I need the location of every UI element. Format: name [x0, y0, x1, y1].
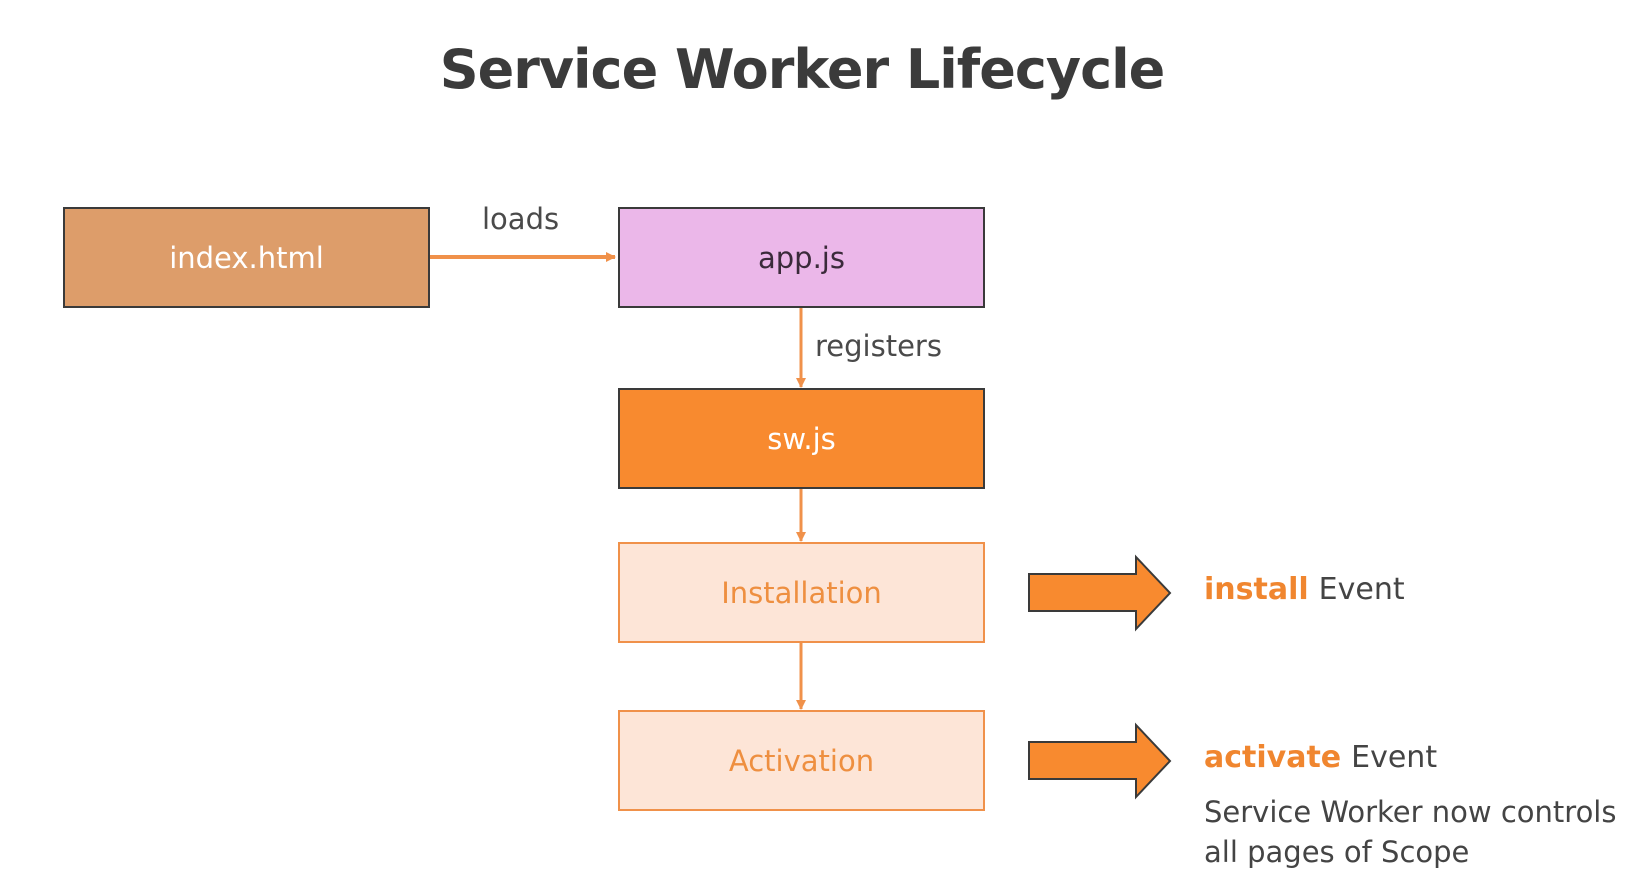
diagram-title: Service Worker Lifecycle	[439, 38, 1166, 101]
index-html-node: index.html	[63, 207, 430, 308]
activate-event: activate Event	[1204, 740, 1437, 775]
registers-label: registers	[815, 329, 942, 363]
loads-label: loads	[482, 202, 560, 236]
activation-label: Activation	[728, 743, 875, 778]
app-js-label: app.js	[758, 240, 845, 275]
sw-js-label: sw.js	[767, 421, 836, 456]
index-html-label: index.html	[169, 240, 324, 275]
installation-node: Installation	[618, 542, 985, 643]
install-event: install Event	[1204, 572, 1405, 607]
sw-js-node: sw.js	[618, 388, 985, 489]
note-line-2: all pages of Scope	[1204, 835, 1470, 869]
activate-keyword: activate	[1204, 740, 1342, 775]
activation-node: Activation	[618, 710, 985, 811]
install-event-suffix: Event	[1318, 572, 1405, 607]
install-keyword: install	[1204, 572, 1309, 607]
install-event-arrow	[1028, 554, 1172, 632]
installation-label: Installation	[721, 575, 882, 610]
activate-event-suffix: Event	[1351, 740, 1438, 775]
activation-note: Service Worker now controls all pages of…	[1204, 792, 1616, 872]
note-line-1: Service Worker now controls	[1204, 795, 1617, 829]
app-js-node: app.js	[618, 207, 985, 308]
activate-event-arrow	[1028, 722, 1172, 800]
